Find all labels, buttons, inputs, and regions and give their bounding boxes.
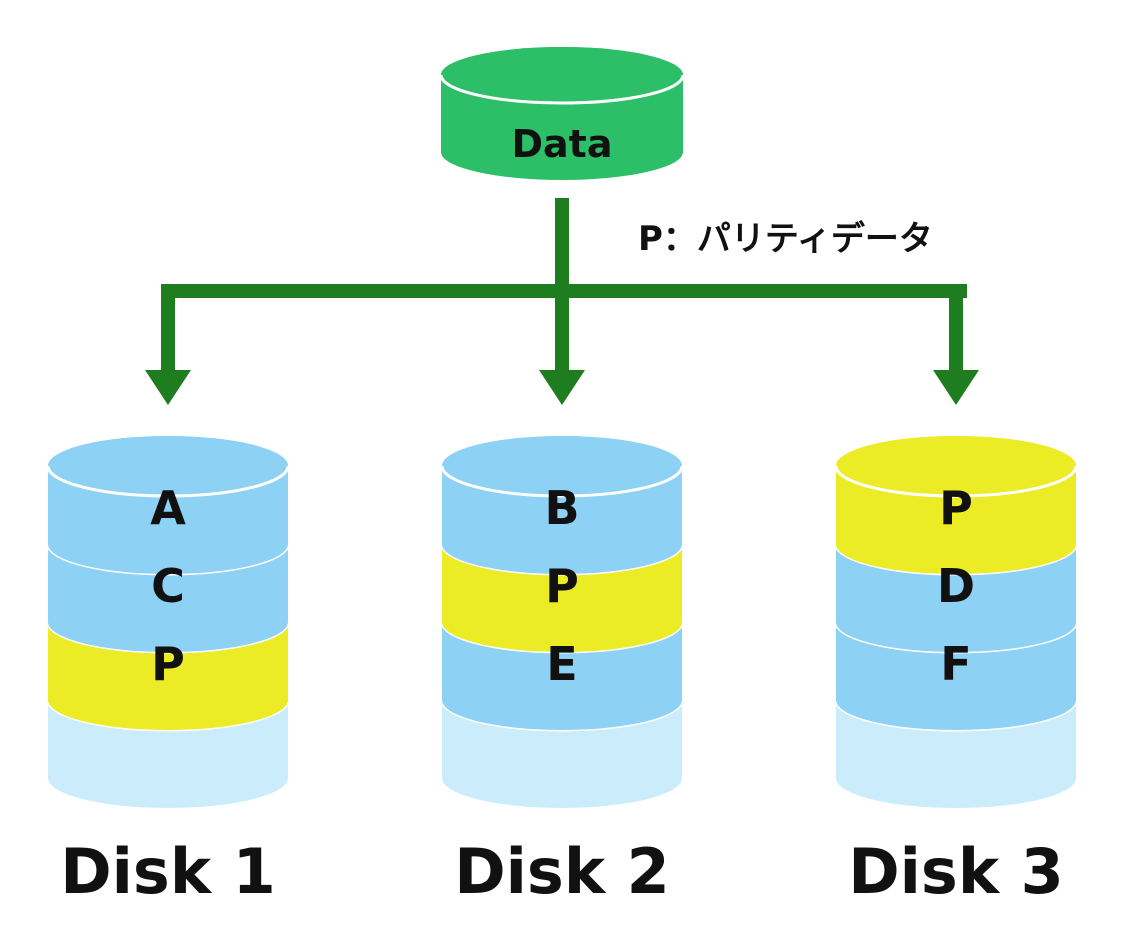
disk-3-block-label-1: P — [939, 481, 973, 535]
disk-1-stack: ACP — [46, 436, 290, 808]
disk-2-block-label-1: B — [544, 481, 579, 535]
source-cylinder-top — [441, 47, 683, 103]
distribution-arrows — [145, 198, 979, 405]
parity-legend: P：パリティデータ — [638, 219, 933, 259]
source-data-cylinder: Data — [439, 47, 685, 180]
disk-2-name: Disk 2 — [454, 835, 670, 908]
arrow-stem-main — [555, 198, 569, 298]
disk-3-block-label-2: D — [937, 559, 975, 613]
disk-1-block-label-3: P — [151, 637, 185, 691]
disk-2-block-label-2: P — [545, 559, 579, 613]
arrow-stem-disk3 — [949, 284, 963, 372]
disk-1-block-label-1: A — [150, 481, 186, 535]
arrow-head-disk2 — [539, 370, 585, 405]
disk-3-block-label-3: F — [940, 637, 971, 691]
disk-3-stack: PDF — [834, 436, 1078, 808]
disk-3-top-rim — [834, 465, 1078, 498]
disk-1-top-cap — [48, 436, 288, 496]
arrow-head-disk1 — [145, 370, 191, 405]
disk-3-name: Disk 3 — [848, 835, 1064, 908]
disk-3-top-cap — [836, 436, 1076, 496]
source-data-label: Data — [512, 122, 613, 166]
disk-1-block-label-2: C — [151, 559, 185, 613]
arrow-head-disk3 — [933, 370, 979, 405]
arrow-stem-disk2 — [555, 284, 569, 372]
disk-2-block-label-3: E — [546, 637, 577, 691]
disk-2-top-cap — [442, 436, 682, 496]
disk-2-stack: BPE — [440, 436, 684, 808]
source-cylinder-rim — [439, 74, 685, 105]
disk-1-name: Disk 1 — [60, 835, 276, 908]
disk-1-top-rim — [46, 465, 290, 498]
arrow-stem-disk1 — [161, 284, 175, 372]
disk-2-top-rim — [440, 465, 684, 498]
